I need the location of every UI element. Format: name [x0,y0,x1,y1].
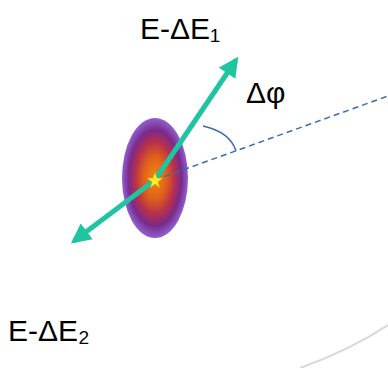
emission-region [122,118,188,238]
text-label: E-ΔE₁ [140,14,220,44]
angle-arc [203,126,236,151]
reference-axis [155,96,388,180]
text-label: E-ΔE₂ [8,316,90,346]
faint-arc [300,325,388,368]
star-marker [147,172,163,188]
photon-arrow [155,60,236,180]
photon-arrow [74,180,155,241]
text-label: Δφ [246,78,286,108]
